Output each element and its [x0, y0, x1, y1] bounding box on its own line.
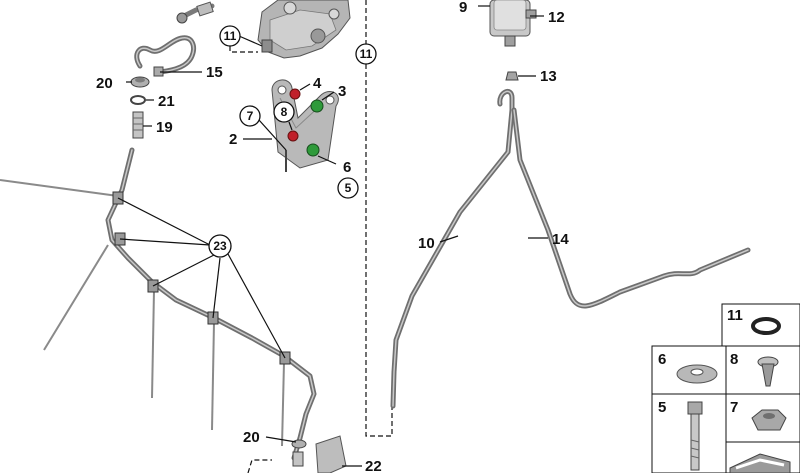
part-22-plate: [315, 435, 347, 473]
label-21: 21: [158, 93, 175, 110]
table-clip-icon: [757, 356, 779, 387]
part-6-green-grommet: [306, 143, 320, 157]
circled-label-8-text: 8: [281, 105, 288, 119]
label-22: 22: [365, 458, 382, 473]
leader-lines: [117, 5, 548, 467]
label-15: 15: [206, 64, 223, 81]
circled-label-5: 5: [337, 177, 359, 199]
part-10-fuel-line: [390, 89, 515, 409]
table-label-11: 11: [727, 307, 743, 324]
circled-label-11-pump-text: 11: [224, 29, 237, 43]
table-label-8: 8: [730, 351, 738, 368]
circled-label-11-pump: 11: [219, 25, 241, 47]
dashed-connector-bottom: [247, 459, 272, 473]
label-20-top: 20: [96, 75, 113, 92]
label-13: 13: [540, 68, 557, 85]
circled-label-23-text: 23: [213, 239, 227, 253]
circled-label-5-text: 5: [345, 181, 352, 195]
part-3-green-grommet: [310, 99, 324, 113]
high-pressure-pump: [257, 0, 351, 59]
label-14: 14: [552, 231, 569, 248]
circled-label-8: 8: [273, 101, 295, 123]
part-8-red-clip: [287, 130, 299, 142]
table-label-6: 6: [658, 351, 666, 368]
injector-lines: [0, 179, 285, 447]
label-19: 19: [156, 119, 173, 136]
label-4: 4: [313, 75, 322, 92]
part-15-bent-pipe: [134, 35, 197, 77]
part-2-bracket: [271, 79, 339, 172]
dashed-boundary-line: [365, 0, 393, 437]
table-label-7: 7: [730, 399, 738, 416]
part-20-nut-bottom: [291, 439, 307, 467]
table-bracket-icon: [729, 453, 791, 473]
part-13-small-seal: [505, 71, 519, 81]
circled-label-11-boundary: 11: [355, 43, 377, 65]
label-2: 2: [229, 131, 237, 148]
part-9-fuel-filter: [489, 0, 537, 47]
label-12: 12: [548, 9, 565, 26]
table-oring-icon: [751, 317, 781, 335]
part-4-red-clip: [289, 88, 301, 100]
label-6-boxed: 6: [343, 159, 351, 176]
table-nut-icon: [751, 409, 787, 431]
circled-label-23: 23: [208, 234, 232, 258]
part-14-fuel-line: [511, 107, 751, 309]
circled-label-7-text: 7: [247, 109, 254, 123]
part-21-washer: [130, 95, 146, 105]
circled-label-11-boundary-text: 11: [360, 47, 373, 61]
circled-label-7: 7: [239, 105, 261, 127]
label-20-bottom: 20: [243, 429, 260, 446]
label-6: 6: [343, 159, 351, 176]
label-3: 3: [338, 83, 346, 100]
line-fitting-top: [176, 1, 215, 24]
dashed-connector-11: [229, 46, 258, 53]
label-9: 9: [459, 0, 467, 16]
rail-clips: [112, 191, 291, 365]
parts-table: [651, 303, 800, 473]
label-10: 10: [418, 235, 435, 252]
part-19-fitting: [132, 111, 144, 139]
table-washer-icon: [676, 364, 718, 384]
part-20-nut-top: [130, 76, 150, 88]
table-bolt-icon: [687, 401, 703, 471]
table-label-5: 5: [658, 399, 666, 416]
